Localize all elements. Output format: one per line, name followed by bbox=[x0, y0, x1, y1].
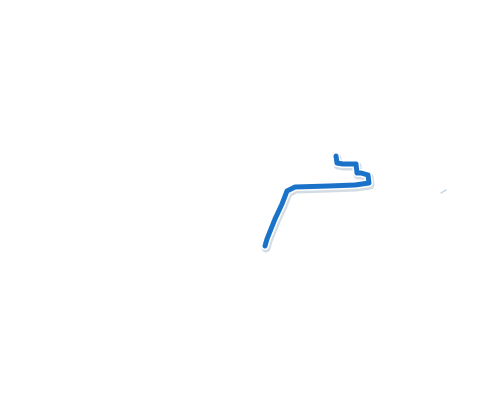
faint-marker bbox=[440, 189, 447, 194]
route-line[interactable] bbox=[262, 153, 372, 249]
